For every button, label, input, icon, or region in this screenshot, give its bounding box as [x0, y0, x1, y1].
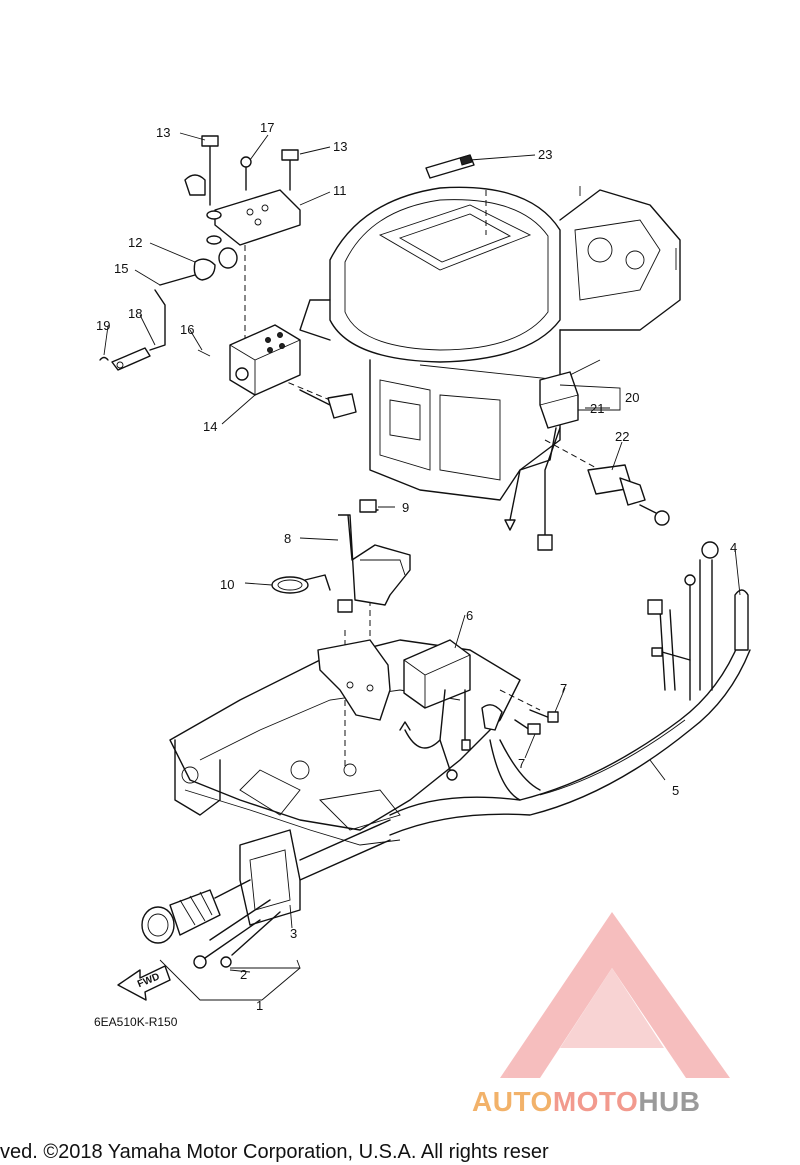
watermark-auto: AUTO	[472, 1086, 553, 1117]
callout-20: 20	[625, 390, 639, 405]
callout-19: 19	[96, 318, 110, 333]
part-3-grommet	[239, 819, 391, 926]
watermark-logo	[500, 912, 730, 1078]
callout-18: 18	[128, 306, 142, 321]
copyright-footer: ved. ©2018 Yamaha Motor Corporation, U.S…	[0, 1141, 549, 1163]
fwd-arrow: FWD	[117, 965, 171, 1001]
callout-6: 6	[466, 608, 473, 623]
watermark-brand: AUTOMOTOHUB	[472, 1086, 700, 1118]
callout-8: 8	[284, 531, 291, 546]
callout-21: 21	[590, 401, 604, 416]
part-code: 6EA510K-R150	[94, 1015, 178, 1029]
part-11-bracket	[184, 135, 301, 269]
callout-9: 9	[402, 500, 409, 515]
callouts: 1 2 3 4 5 6 7 7 8 9 10 11 12 13 13 14 15…	[96, 120, 737, 1013]
callout-2: 2	[240, 967, 247, 982]
mount-plate	[317, 599, 391, 721]
watermark-hub: HUB	[638, 1086, 701, 1117]
callout-7a: 7	[560, 681, 567, 696]
callout-13b: 13	[333, 139, 347, 154]
callout-7b: 7	[518, 756, 525, 771]
part-14-switch	[197, 324, 357, 419]
callout-13a: 13	[156, 125, 170, 140]
callout-17: 17	[260, 120, 274, 135]
choke-linkage	[99, 258, 216, 371]
engine-block	[299, 186, 681, 501]
part-23-clip	[425, 154, 475, 179]
callout-22: 22	[615, 429, 629, 444]
callout-4: 4	[730, 540, 737, 555]
leader-lines	[103, 132, 741, 1001]
watermark-moto: MOTO	[552, 1086, 639, 1117]
part-5-harness	[389, 541, 751, 836]
part-1-plug	[141, 879, 281, 969]
callout-16: 16	[180, 322, 194, 337]
part-6-rectifier	[399, 639, 471, 781]
callout-12: 12	[128, 235, 142, 250]
part-7-screws	[481, 704, 559, 735]
part-8-bracket	[271, 499, 411, 606]
callout-3: 3	[290, 926, 297, 941]
callout-10: 10	[220, 577, 234, 592]
callout-1: 1	[256, 998, 263, 1013]
callout-14: 14	[203, 419, 217, 434]
callout-11: 11	[333, 183, 347, 198]
callout-5: 5	[672, 783, 679, 798]
callout-23: 23	[538, 147, 552, 162]
callout-15: 15	[114, 261, 128, 276]
relay-assembly	[504, 371, 670, 551]
